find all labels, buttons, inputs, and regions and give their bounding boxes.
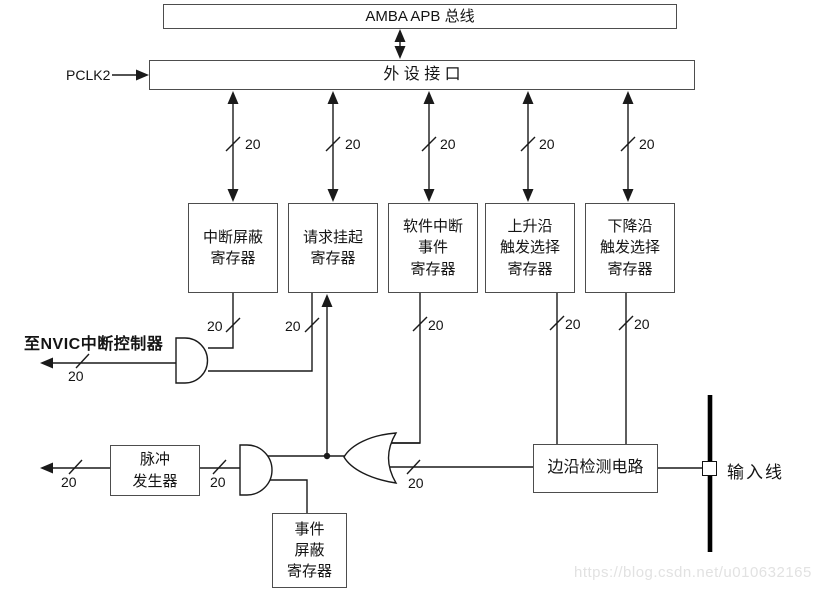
bus-width-label: 20 (207, 318, 223, 334)
falling-edge-trigger-select-register-box: 下降沿 触发选择 寄存器 (585, 203, 675, 293)
bus-width-label: 20 (408, 475, 424, 491)
junction-dot (323, 452, 331, 460)
bus-width-label: 20 (61, 474, 77, 490)
arrowheads (40, 29, 634, 474)
bus-width-label: 20 (565, 316, 581, 332)
bus-width-label: 20 (245, 136, 261, 152)
bus-width-slashes (68, 136, 636, 475)
interrupt-mask-register-box: 中断屏蔽 寄存器 (188, 203, 278, 293)
bus-width-label: 20 (539, 136, 555, 152)
edge-detect-circuit-box: 边沿检测电路 (533, 444, 658, 493)
watermark: https://blog.csdn.net/u010632165 (574, 564, 812, 581)
bus-width-label: 20 (285, 318, 301, 334)
rising-edge-trigger-select-register-box: 上升沿 触发选择 寄存器 (485, 203, 575, 293)
bus-width-label: 20 (210, 474, 226, 490)
amba-apb-bus-box: AMBA APB 总线 (163, 4, 677, 29)
software-interrupt-event-register-box: 软件中断 事件 寄存器 (388, 203, 478, 293)
bus-width-label: 20 (634, 316, 650, 332)
bus-width-label: 20 (440, 136, 456, 152)
bus-width-label: 20 (639, 136, 655, 152)
bus-width-label: 20 (68, 368, 84, 384)
bus-width-label: 20 (345, 136, 361, 152)
to-nvic-label: 至NVIC中断控制器 (24, 336, 164, 353)
pending-request-register-box: 请求挂起 寄存器 (288, 203, 378, 293)
event-and-gate (239, 444, 273, 496)
pclk2-label: PCLK2 (66, 67, 111, 83)
nvic-and-gate (175, 337, 209, 384)
pulse-generator-box: 脉冲 发生器 (110, 445, 200, 496)
or-gate (343, 432, 398, 484)
input-line-connector (702, 461, 717, 476)
peripheral-interface-box: 外 设 接 口 (149, 60, 695, 90)
event-mask-register-box: 事件 屏蔽 寄存器 (272, 513, 347, 588)
bus-width-label: 20 (428, 317, 444, 333)
input-line-label: 输入线 (727, 463, 784, 482)
